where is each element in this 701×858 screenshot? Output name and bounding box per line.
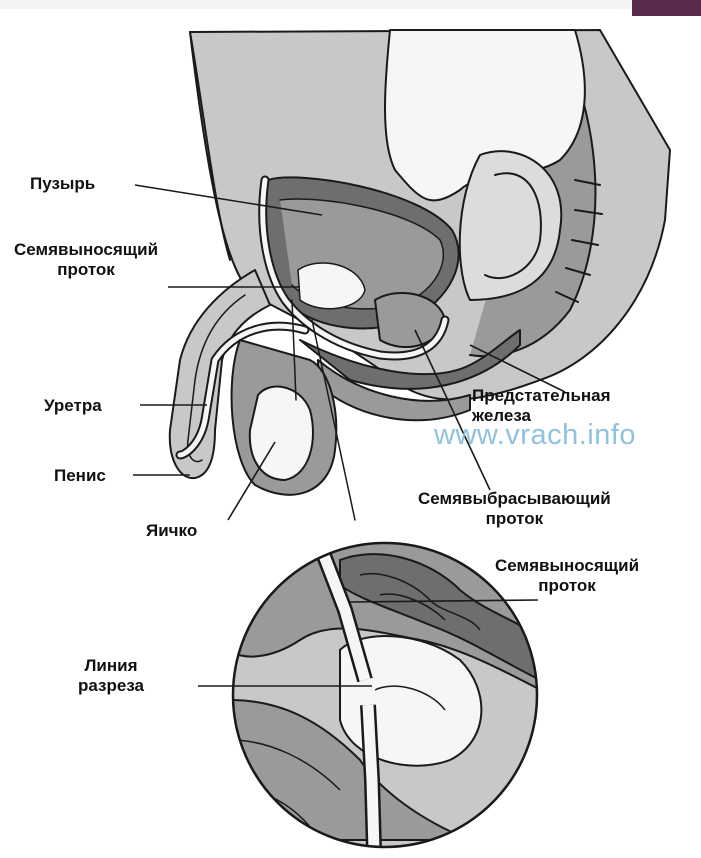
label-vas-deferens-top: Семявыносящий проток (14, 240, 158, 280)
label-testis: Яичко (146, 521, 197, 541)
label-vas-deferens-inset: Семявыносящий проток (495, 556, 639, 596)
label-urethra: Уретра (44, 396, 102, 416)
label-penis: Пенис (54, 466, 106, 486)
testis (250, 387, 313, 480)
label-ejaculatory-duct: Семявыбрасывающий проток (418, 489, 611, 529)
watermark: www.vrach.info (434, 419, 636, 452)
label-bladder: Пузырь (30, 174, 95, 194)
label-cut-line: Линия разреза (78, 656, 144, 696)
